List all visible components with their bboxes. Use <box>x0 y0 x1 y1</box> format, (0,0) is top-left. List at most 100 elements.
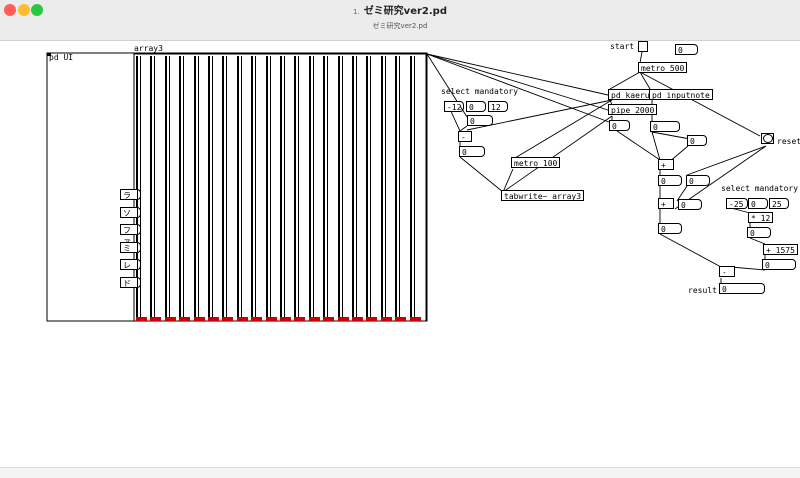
metro-100-object[interactable]: metro 100 <box>511 157 561 168</box>
array-bar-value <box>352 317 363 321</box>
array-bar-edge <box>255 56 256 318</box>
array-bar[interactable] <box>410 56 412 318</box>
number-zero-a[interactable]: 0 <box>466 101 486 112</box>
array-bar[interactable] <box>309 56 311 318</box>
start-number-box[interactable]: 0 <box>675 44 698 55</box>
array-bar-edge <box>212 56 213 318</box>
array-bar[interactable] <box>395 56 397 318</box>
scale-note-box[interactable]: レ <box>120 259 141 270</box>
array-bar[interactable] <box>237 56 239 318</box>
scale-note-box[interactable]: ファ <box>120 224 141 246</box>
array-bar-value <box>165 317 176 321</box>
number-zero-j[interactable]: 0 <box>748 198 768 209</box>
number-25[interactable]: 25 <box>769 198 789 209</box>
array-bar[interactable] <box>165 56 167 318</box>
number-zero-f[interactable]: 0 <box>658 175 682 186</box>
scale-note-box[interactable]: ラ <box>120 189 141 200</box>
title-bar: 1.ゼミ研究ver2.pd ゼミ研究ver2.pd <box>0 0 800 41</box>
select-mandatory-label-1: select mandatory <box>441 87 519 96</box>
array-bar[interactable] <box>323 56 325 318</box>
array-bar-value <box>366 317 377 321</box>
number-minus-25[interactable]: -25 <box>726 198 748 209</box>
number-zero-b[interactable]: 0 <box>467 115 493 126</box>
array-bar[interactable] <box>179 56 181 318</box>
array-bar-edge <box>414 56 415 318</box>
window-title-text: ゼミ研究ver2.pd <box>363 6 447 17</box>
document-icon: 1. <box>353 8 360 16</box>
array-bar-edge <box>241 56 242 318</box>
array-bar-edge <box>399 56 400 318</box>
plus-1575-object[interactable]: + 1575 <box>763 244 798 255</box>
array-bar[interactable] <box>251 56 253 318</box>
number-zero-l[interactable]: 0 <box>762 259 796 270</box>
close-button[interactable] <box>4 4 16 16</box>
array-bar[interactable] <box>150 56 152 318</box>
array-bar[interactable] <box>338 56 340 318</box>
array-bar[interactable] <box>352 56 354 318</box>
array-bar[interactable] <box>208 56 210 318</box>
array-bar-edge <box>385 56 386 318</box>
number-12[interactable]: 12 <box>488 101 508 112</box>
reset-bang[interactable] <box>761 133 774 144</box>
plus-object-2[interactable]: + <box>658 198 674 209</box>
metro-500-object[interactable]: metro 500 <box>638 62 688 73</box>
array-bar[interactable] <box>222 56 224 318</box>
array-frame <box>133 53 427 322</box>
times-12-object[interactable]: * 12 <box>748 212 774 223</box>
array-bar-edge <box>327 56 328 318</box>
array-bar[interactable] <box>366 56 368 318</box>
array-bar[interactable] <box>381 56 383 318</box>
array-bar[interactable] <box>266 56 268 318</box>
array-bar-edge <box>284 56 285 318</box>
array-bar-edge <box>183 56 184 318</box>
array-bar-value <box>323 317 334 321</box>
array-bar[interactable] <box>294 56 296 318</box>
array-bar-value <box>179 317 190 321</box>
tabwrite-object[interactable]: tabwrite~ array3 <box>501 190 585 201</box>
result-number-box[interactable]: 0 <box>719 283 765 294</box>
array-bar-edge <box>356 56 357 318</box>
array-bar-value <box>309 317 320 321</box>
pipe-output-number[interactable]: 0 <box>609 120 630 131</box>
number-zero-h[interactable]: 0 <box>678 199 702 210</box>
array-bar-edge <box>298 56 299 318</box>
minus-object-2[interactable]: - <box>719 266 735 277</box>
reset-label: reset <box>777 137 800 146</box>
start-toggle[interactable] <box>638 41 648 52</box>
pd-kaeru-object[interactable]: pd kaeru <box>608 89 653 100</box>
array-bar-edge <box>140 56 141 318</box>
array-bar[interactable] <box>280 56 282 318</box>
select-mandatory-label-2: select mandatory <box>721 184 799 193</box>
array-bar-value <box>280 317 291 321</box>
result-label: result <box>688 286 717 295</box>
array-label: array3 <box>134 44 163 53</box>
number-zero-k[interactable]: 0 <box>747 227 771 238</box>
pd-inputnote-object[interactable]: pd inputnote <box>649 89 713 100</box>
scale-note-box[interactable]: ド <box>120 276 141 288</box>
array-bar-value <box>294 317 305 321</box>
scale-note-box[interactable]: ソ <box>120 206 141 218</box>
array-bar-value <box>150 317 161 321</box>
number-zero-c[interactable]: 0 <box>459 146 485 157</box>
minus-object-1[interactable]: - <box>458 131 472 142</box>
number-minus-12[interactable]: -12 <box>444 101 464 112</box>
number-zero-g[interactable]: 0 <box>686 175 710 186</box>
array-bar-value <box>208 317 219 321</box>
array-bar-edge <box>270 56 271 318</box>
scale-note-box[interactable]: ミ <box>120 241 141 253</box>
minimize-button[interactable] <box>18 4 30 16</box>
start-label: start <box>610 42 635 51</box>
array-bar[interactable] <box>194 56 196 318</box>
number-zero-e[interactable]: 0 <box>687 135 707 146</box>
zoom-button[interactable] <box>31 4 43 16</box>
number-zero-d[interactable]: 0 <box>650 121 680 132</box>
plus-object-1[interactable]: + <box>658 159 674 170</box>
window-subtitle: ゼミ研究ver2.pd <box>372 22 428 30</box>
pipe-2000-object[interactable]: pipe 2000 <box>608 104 658 115</box>
array-bar-value <box>136 317 147 321</box>
array-bar-value <box>237 317 248 321</box>
number-zero-i[interactable]: 0 <box>658 223 682 234</box>
array-bar[interactable] <box>136 56 138 318</box>
array-bar-edge <box>313 56 314 318</box>
